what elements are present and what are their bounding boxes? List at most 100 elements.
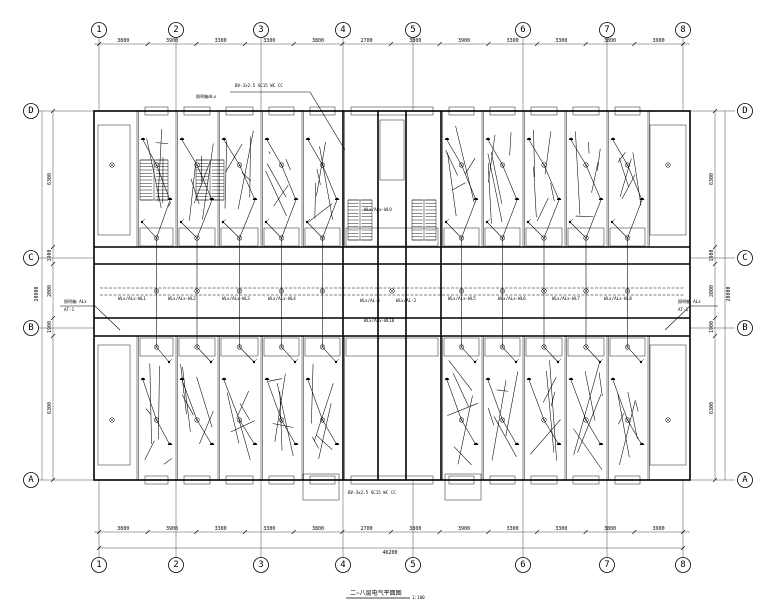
wire-segment-lower — [496, 389, 509, 392]
window-bottom — [144, 475, 169, 485]
wire-segment-upper — [452, 182, 466, 191]
socket-icon — [167, 197, 173, 200]
axis-col-bottom-4-label: 4 — [340, 560, 345, 570]
wire-segment-lower — [144, 440, 155, 460]
dim-tick — [388, 41, 394, 47]
wire-segment-upper — [537, 197, 549, 221]
dim-label-bottom: 3300 — [263, 526, 275, 532]
corridor-circuit-tag: WLx/ALx-WL4 — [268, 296, 296, 301]
wire-segment-upper — [316, 141, 326, 196]
window-top — [183, 106, 211, 116]
wire-segment-upper — [588, 142, 590, 154]
wire-segment-upper — [273, 184, 289, 207]
socket-icon — [140, 377, 146, 380]
switch-lever — [599, 358, 604, 363]
axis-col-top-7-circle — [599, 22, 615, 38]
wire-segment-lower — [457, 395, 473, 465]
dim-tick — [50, 108, 56, 114]
socket-icon — [610, 137, 616, 140]
lamp-cross — [666, 163, 670, 167]
dim-vlabel-right: 2000 — [709, 285, 715, 297]
wire-drop-upper — [180, 221, 198, 291]
wire-segment-lower — [196, 376, 213, 428]
window-bottom — [268, 475, 295, 485]
switch-lever — [569, 218, 574, 223]
window-bottom — [183, 475, 211, 485]
socket-icon — [444, 137, 450, 140]
socket-icon — [179, 137, 185, 140]
wire-run-lower — [446, 379, 477, 446]
axis-col-top-6-label: 6 — [520, 25, 525, 35]
switch-lever — [486, 218, 491, 223]
wire-drop-lower — [322, 291, 337, 363]
corridor-circuit-tag: WLx/ALx-WL5 — [448, 296, 476, 301]
axis-col-top-7-label: 7 — [604, 25, 609, 35]
wire-drop-upper — [265, 221, 282, 291]
right-leader-label: 照明箱 ALx — [678, 298, 701, 305]
dim-label-bottom: 3900 — [458, 526, 470, 532]
switch-lever — [265, 218, 270, 223]
total-depth-label-right: 20800 — [726, 286, 732, 301]
wire-run-lower — [307, 379, 338, 446]
wire-run-lower — [570, 379, 602, 446]
top-leader-line — [230, 91, 346, 151]
dim-vlabel-right: 1900 — [709, 321, 715, 333]
wire-segment-upper — [168, 201, 171, 207]
dim-vlabel-left: 6300 — [47, 173, 53, 185]
wire-drop-upper — [141, 221, 157, 291]
wire-segment-upper — [265, 170, 287, 217]
axis-col-bottom-7-circle — [599, 557, 615, 573]
axis-row-left-D-circle — [23, 103, 39, 119]
dim-label-top: 3300 — [507, 38, 519, 44]
window-top — [572, 106, 600, 116]
axis-col-bottom-4-circle — [335, 557, 351, 573]
wire-drop-lower — [543, 291, 559, 363]
right-leader-line — [664, 305, 718, 331]
socket-icon — [485, 137, 491, 140]
wire-segment-lower — [493, 416, 517, 458]
wire-segment-lower — [618, 413, 625, 425]
socket-icon — [639, 197, 645, 200]
wire-run-upper — [446, 139, 477, 239]
dim-label-bottom: 3300 — [215, 526, 227, 532]
corridor-circuit-tag: WLx/ALx-WL7 — [552, 296, 580, 301]
axis-col-bottom-3-label: 3 — [258, 560, 263, 570]
wire-run-upper — [142, 139, 171, 239]
socket-icon — [140, 137, 146, 140]
axis-row-left-C-circle — [23, 250, 39, 266]
left-leader-sub: AT-1 — [64, 307, 75, 312]
wire-drop-lower — [156, 291, 170, 363]
wire-segment-upper — [224, 140, 228, 209]
dim-tick — [437, 41, 442, 47]
wire-segment-lower — [182, 366, 191, 432]
wire-segment-lower — [573, 428, 603, 470]
axis-grid-lines — [38, 38, 735, 557]
wire-run-lower — [223, 379, 256, 446]
socket-icon — [526, 137, 532, 140]
dim-vlabel-left: 6300 — [47, 402, 53, 414]
core-shaft-top — [379, 119, 405, 181]
center-tag-2: WLx/AL-2 — [396, 298, 417, 303]
wire-segment-lower — [238, 420, 251, 461]
dim-tick — [712, 244, 718, 250]
socket-icon — [514, 197, 520, 200]
axis-col-top-5-label: 5 — [410, 25, 415, 35]
wire-segment-lower — [546, 370, 555, 453]
wire-segment-upper — [146, 138, 162, 209]
stair-tag-2: WLx/ALx-WL10 — [364, 318, 395, 323]
dim-tick — [96, 41, 102, 47]
dim-label-top: 3300 — [555, 38, 567, 44]
bathroom-lower — [345, 337, 439, 357]
axis-row-right-B-label: B — [742, 323, 747, 333]
switch-lever — [294, 358, 299, 363]
axis-col-bottom-2-circle — [168, 557, 184, 573]
wire-segment-upper — [307, 203, 333, 223]
dim-tick — [486, 41, 491, 47]
dim-tick — [242, 41, 248, 47]
window-bottom — [614, 475, 641, 485]
dim-tick — [388, 529, 394, 535]
switch-lever — [141, 218, 146, 223]
wire-segment-lower — [577, 394, 602, 453]
